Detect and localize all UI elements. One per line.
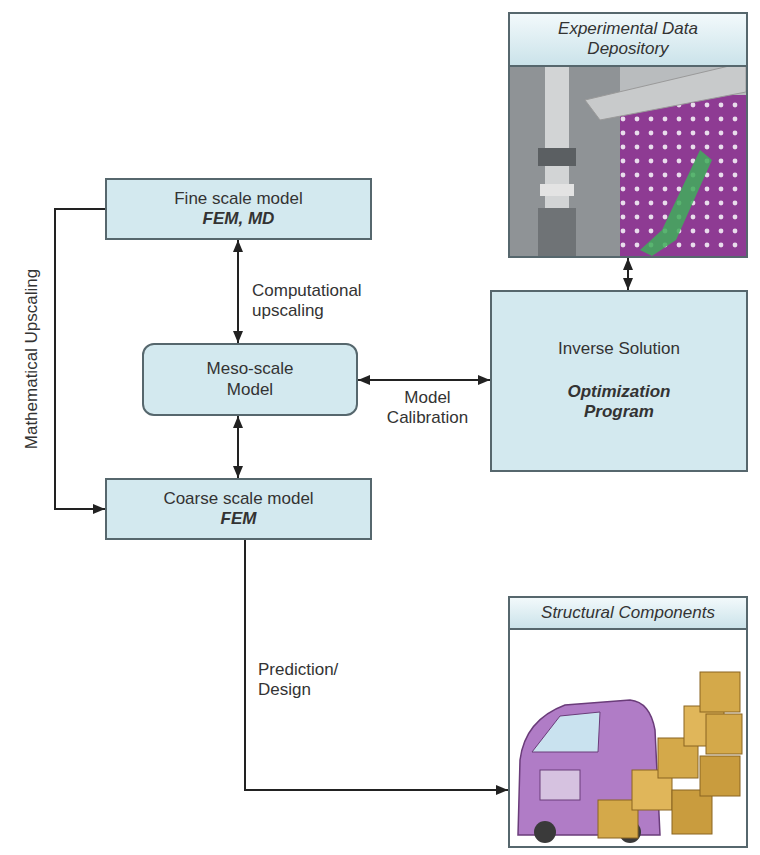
experiment-photo xyxy=(510,60,746,256)
connector-label: Mathematical Upscaling xyxy=(22,269,42,449)
connector-label: Prediction/ Design xyxy=(258,660,358,701)
connector-label: Computational upscaling xyxy=(252,281,377,322)
connector-arrow xyxy=(237,240,239,343)
connector-arrow xyxy=(358,379,490,381)
connector-arrow xyxy=(627,258,629,290)
method-name: Optimization Program xyxy=(534,382,704,423)
data-panel: Experimental Data Depository xyxy=(508,12,748,258)
method-name: FEM xyxy=(221,509,257,529)
box-title: Fine scale model xyxy=(174,189,303,209)
panel-heading: Experimental Data Depository xyxy=(510,14,746,67)
model-box: Coarse scale modelFEM xyxy=(105,478,372,540)
connector-arrow xyxy=(245,540,508,790)
connector-label: Model Calibration xyxy=(370,388,485,429)
model-box: Fine scale modelFEM, MD xyxy=(105,178,372,240)
connector-arrow xyxy=(55,209,105,509)
output-panel: Structural Components xyxy=(508,596,748,848)
box-title: Inverse Solution xyxy=(558,339,680,359)
process-box: Inverse SolutionOptimization Program xyxy=(490,290,748,472)
box-title: Meso-scale Model xyxy=(190,359,310,400)
model-box: Meso-scale Model xyxy=(142,343,358,416)
panel-heading: Structural Components xyxy=(510,598,746,630)
box-title: Coarse scale model xyxy=(163,489,313,509)
method-name: FEM, MD xyxy=(203,209,275,229)
structures-picture xyxy=(510,650,746,846)
connector-arrow xyxy=(237,416,239,478)
